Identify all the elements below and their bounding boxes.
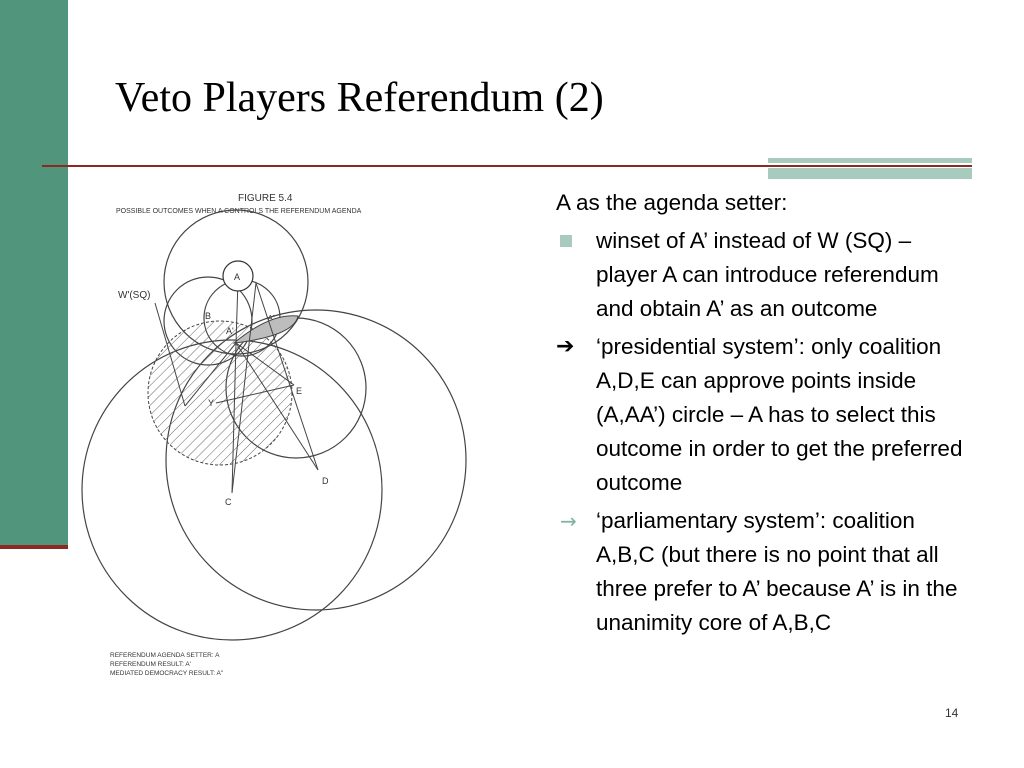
list-item-text: ‘presidential system’: only coalition A,…	[596, 334, 963, 495]
label-B: B	[205, 311, 211, 321]
top-right-accent-thin	[768, 158, 972, 163]
top-right-accent-bar	[768, 168, 972, 179]
label-E: E	[296, 386, 302, 396]
content-intro: A as the agenda setter:	[556, 190, 788, 215]
figure-diagram: FIGURE 5.4 POSSIBLE OUTCOMES WHEN A CONT…	[81, 193, 467, 677]
label-Y: Y	[208, 398, 214, 408]
left-accent-rule	[0, 545, 68, 549]
hatched-winset	[147, 320, 293, 466]
point-A-marker	[222, 260, 254, 292]
figure-caption-title: FIGURE 5.4	[238, 193, 293, 204]
arrow-right-icon: ➔	[556, 334, 575, 359]
label-A-double-prime: A''	[268, 315, 275, 322]
figure-footer-line-2: REFERENDUM RESULT: A'	[110, 661, 191, 668]
label-W-SQ: W'(SQ)	[118, 290, 150, 301]
label-D: D	[322, 476, 329, 486]
arrow-right-icon: →	[560, 509, 577, 533]
list-item-text: ‘parliamentary system’: coalition A,B,C …	[596, 508, 958, 635]
list-item-text: winset of A’ instead of W (SQ) – player …	[596, 228, 939, 321]
figure-5-4: FIGURE 5.4 POSSIBLE OUTCOMES WHEN A CONT…	[80, 188, 480, 688]
figure-footer-line-3: MEDIATED DEMOCRACY RESULT: A''	[110, 670, 223, 677]
title-divider	[42, 165, 972, 167]
list-item: ➔ ‘presidential system’: only coalition …	[556, 330, 966, 500]
list-item: winset of A’ instead of W (SQ) – player …	[556, 224, 966, 326]
left-accent-bar	[0, 0, 68, 546]
label-A-prime: A'	[226, 326, 234, 336]
page-number: 14	[945, 706, 959, 720]
square-bullet-icon	[560, 235, 572, 247]
circle-D	[165, 309, 467, 611]
slide-title: Veto Players Referendum (2)	[115, 75, 604, 121]
list-item: → ‘parliamentary system’: coalition A,B,…	[556, 504, 966, 640]
label-A: A	[234, 272, 240, 282]
slide-content: A as the agenda setter: winset of A’ ins…	[556, 186, 966, 644]
label-C: C	[225, 497, 232, 507]
figure-caption-subtitle: POSSIBLE OUTCOMES WHEN A CONTROLS THE RE…	[116, 208, 362, 215]
figure-footer-line-1: REFERENDUM AGENDA SETTER: A	[110, 652, 220, 659]
